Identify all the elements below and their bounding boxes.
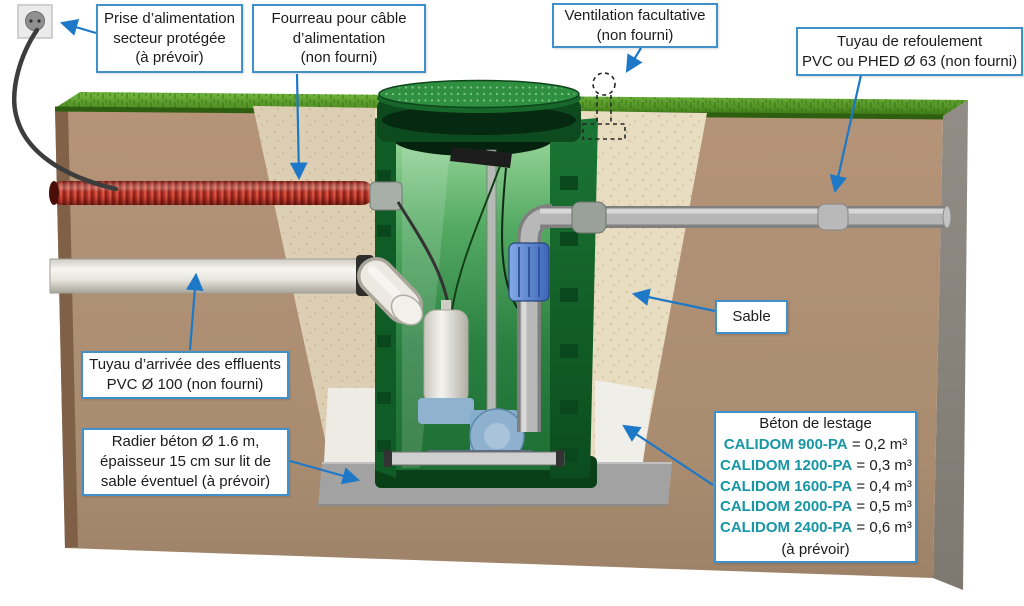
ballast-row: CALIDOM 1600-PA = 0,4 m³ [720, 477, 912, 498]
arrow-to-outlet [59, 18, 97, 36]
arrow-to-discharge-pipe [829, 74, 863, 194]
ventilation-outline [582, 72, 626, 140]
ballast-row: CALIDOM 2000-PA = 0,5 m³ [720, 497, 912, 518]
ballast-value: = 0,5 m³ [856, 498, 912, 516]
pump-motor [423, 309, 469, 406]
callout-ventilation: Ventilation facultative (non fourni) [552, 3, 718, 48]
callout-line: (à prévoir) [135, 49, 204, 67]
ballast-model: CALIDOM 2400-PA [720, 519, 853, 537]
callout-slab: Radier béton Ø 1.6 m, épaisseur 15 cm su… [82, 428, 289, 496]
power-conduit [49, 181, 403, 211]
wall-seal [571, 201, 607, 234]
ballast-row: CALIDOM 1200-PA = 0,3 m³ [720, 456, 912, 477]
soil-left-edge [55, 108, 78, 548]
ballast-model: CALIDOM 2000-PA [720, 498, 853, 516]
callout-line: épaisseur 15 cm sur lit de [100, 453, 271, 471]
ballast-value: = 0,2 m³ [851, 436, 908, 454]
ballast-row: CALIDOM 900-PA = 0,2 m³ [720, 435, 911, 456]
inlet-elbow-outlet [390, 294, 424, 326]
callout-line: PVC ou PHED Ø 63 (non fourni) [802, 52, 1018, 70]
callout-line: sable éventuel (à prévoir) [100, 472, 271, 490]
callout-arrows [59, 18, 863, 486]
inlet-pipe [49, 255, 424, 326]
callout-line: Fourreau pour câble [271, 9, 407, 27]
power-outlet [17, 4, 53, 39]
arrow-to-slab [289, 459, 361, 485]
callout-line: secteur protégée [113, 29, 226, 47]
callout-line: d’alimentation [292, 29, 386, 47]
arrow-to-sand [631, 288, 716, 313]
power-cable [12, 27, 119, 192]
callout-line: Prise d’alimentation [104, 9, 235, 27]
pump-collar [418, 398, 474, 424]
ballast-model: CALIDOM 1200-PA [720, 456, 853, 474]
ballast-footer: (à prévoir) [781, 540, 850, 558]
base-rail [385, 451, 565, 466]
callout-inlet: Tuyau d’arrivée des effluents PVC Ø 100 … [81, 351, 289, 399]
callout-conduit: Fourreau pour câble d’alimentation (non … [252, 4, 426, 73]
tank-right-wall [550, 118, 598, 478]
callout-line: Tuyau d’arrivée des effluents [89, 356, 281, 374]
pipe-coupling [817, 203, 849, 231]
discharge-pipe [540, 201, 952, 234]
arrow-to-inlet-pipe [185, 272, 204, 351]
callout-line: PVC Ø 100 (non fourni) [106, 376, 264, 393]
callout-discharge: Tuyau de refoulement PVC ou PHED Ø 63 (n… [796, 27, 1023, 76]
ballast-value: = 0,3 m³ [856, 456, 912, 474]
ballast-value: = 0,6 m³ [856, 519, 912, 537]
ballast-row: CALIDOM 2400-PA = 0,6 m³ [720, 518, 912, 539]
conduit-fitting [369, 181, 403, 211]
ballast-model: CALIDOM 1600-PA [720, 477, 853, 495]
float-cable [451, 165, 501, 311]
callout-line: (non fourni) [300, 49, 378, 67]
arrow-to-ballast [622, 424, 714, 486]
submersible-pump [384, 300, 565, 467]
rod-bracket [450, 147, 512, 168]
ballast-value: = 0,4 m³ [856, 477, 912, 495]
ballast-model: CALIDOM 900-PA [723, 436, 848, 454]
ballast-title: Béton de lestage [759, 414, 872, 432]
tank-lid [377, 79, 581, 142]
callout-sand: Sable [715, 300, 788, 334]
arrow-to-ventilation [625, 47, 643, 73]
callout-line: Radier béton Ø 1.6 m, [111, 433, 260, 451]
callout-power-outlet: Prise d’alimentation secteur protégée (à… [96, 4, 243, 73]
callout-line: (non fourni) [596, 26, 674, 44]
arrow-to-conduit [289, 73, 308, 181]
callout-line: Tuyau de refoulement [836, 32, 983, 50]
callout-line: Sable [732, 308, 771, 326]
callout-line: Ventilation facultative [564, 6, 706, 24]
callout-ballast: Béton de lestage CALIDOM 900-PA = 0,2 m³… [714, 411, 917, 563]
